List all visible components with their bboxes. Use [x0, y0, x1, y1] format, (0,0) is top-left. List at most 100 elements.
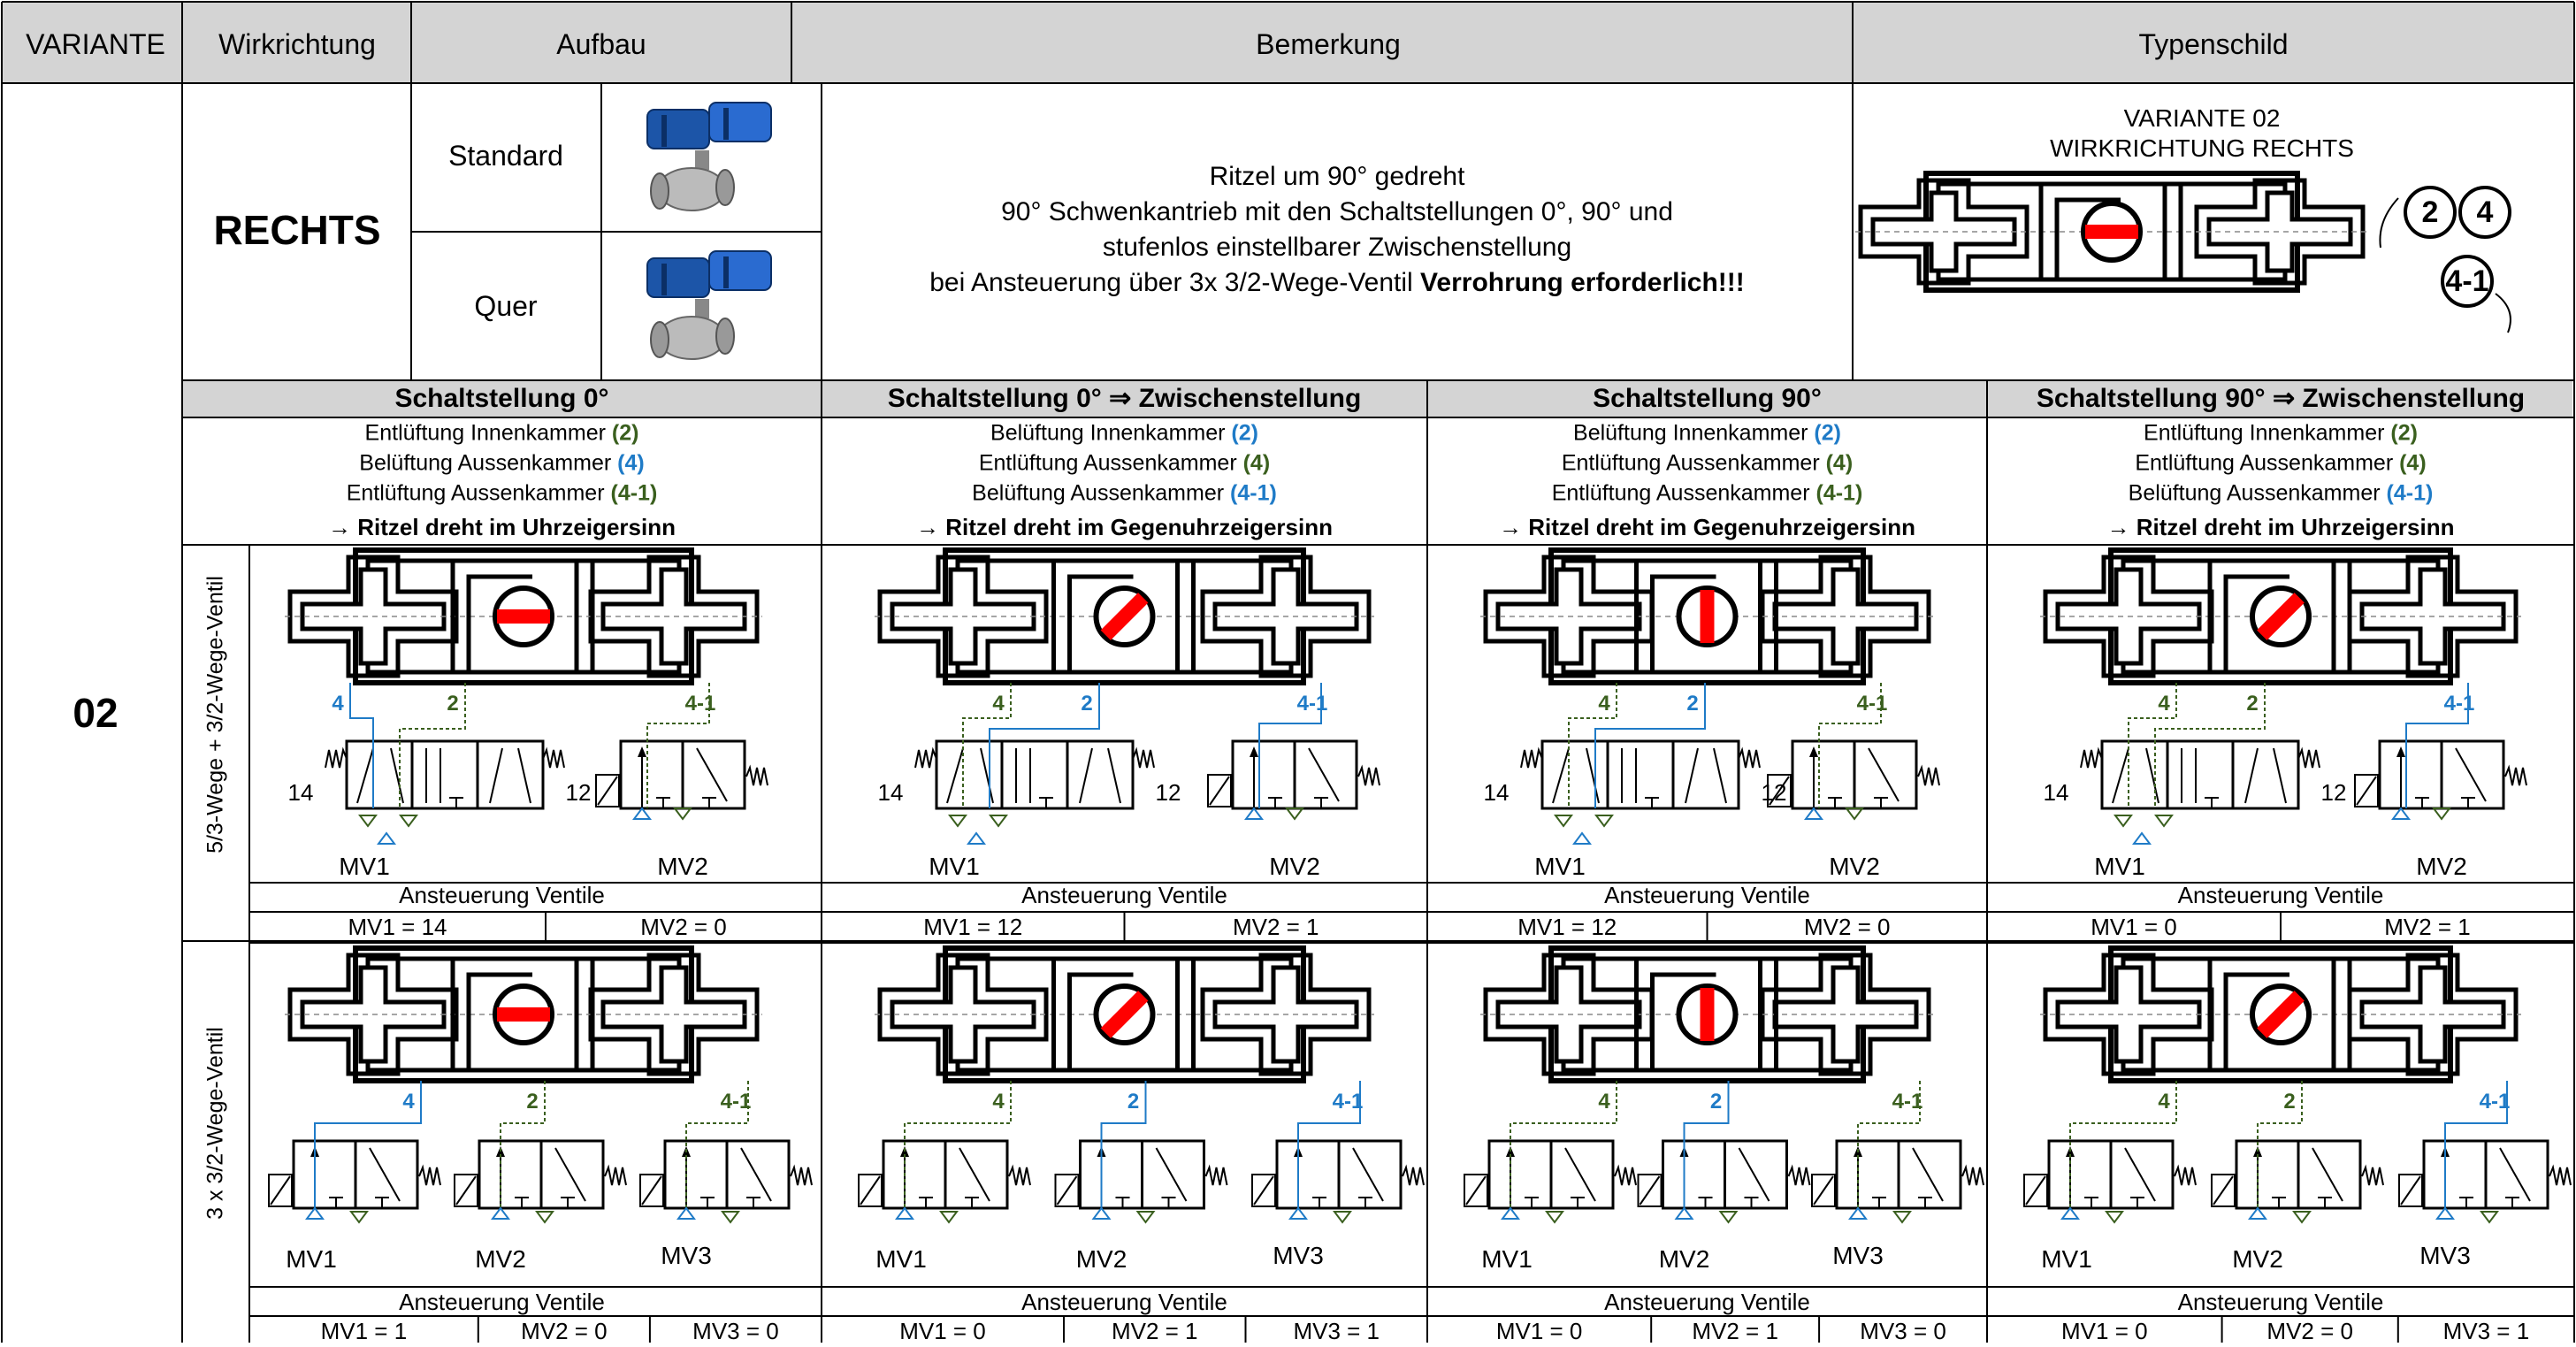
valve-3-2-b-2-1 [1637, 1139, 1811, 1210]
status-line-port-2-0: (2) [1814, 420, 1841, 446]
nameplate-port-0: 2 [2421, 195, 2439, 229]
rotation-text-2: → Ritzel dreht im Gegenuhrzeigersinn [1499, 514, 1915, 540]
pneumatic-lines-b-3 [2060, 1081, 2508, 1224]
status-line-port-0-2: (4-1) [610, 480, 658, 506]
status-line-text-2-1: Entlüftung Aussenkammer [1561, 450, 1820, 476]
control-b-mv2-1: MV2 = 1 [1111, 1318, 1198, 1344]
remark-line-4-text: bei Ansteuerung über 3x 3/2-Wege-Ventil [929, 268, 1413, 297]
valve-5-3-a-0 [325, 739, 565, 810]
control-a-mv2-3: MV2 = 1 [2384, 914, 2471, 940]
remark-line-4: bei Ansteuerung über 3x 3/2-Wege-Ventil … [929, 270, 1745, 296]
pilot-14-2: 14 [1483, 779, 1510, 806]
remark-line-4-bold: Verrohrung erforderlich!!! [1420, 268, 1745, 297]
nameplate-arrow-right [2495, 293, 2511, 333]
pilot-12-2: 12 [1761, 779, 1787, 806]
aufbau-quer-label: Quer [474, 290, 538, 322]
valve-3-2-b-3-2 [2398, 1139, 2572, 1210]
valve-label-mv1-a-0: MV1 [339, 853, 390, 880]
port-41-a-2: 4-1 [1856, 692, 1888, 716]
rotation-text-3: → Ritzel dreht im Uhrzeigersinn [2106, 514, 2455, 540]
port-41-a-0: 4-1 [684, 692, 716, 716]
remark-line-2: 90° Schwenkantrieb mit den Schaltstellun… [1001, 197, 1673, 226]
valve-5-3-a-3 [2080, 739, 2320, 810]
header-bemerkung: Bemerkung [1256, 28, 1401, 60]
position-title-3: Schaltstellung 90° ⇒ Zwischenstellung [2036, 384, 2526, 413]
status-line-3-0: Entlüftung Innenkammer (2) [2144, 420, 2418, 446]
status-line-port-1-0: (2) [1231, 420, 1258, 446]
ansteuerung-label-b-3: Ansteuerung Ventile [2177, 1289, 2384, 1315]
valve-label-mv1-b-3: MV1 [2041, 1245, 2092, 1273]
port-p41-b-3: 4-1 [2479, 1090, 2511, 1114]
valve-3-2-a-0 [595, 739, 768, 810]
header-wirkrichtung: Wirkrichtung [218, 28, 376, 60]
actuator-schematic-a-2 [1480, 547, 1934, 685]
valve-label-mv2-b-0: MV2 [475, 1245, 526, 1273]
pilot-14-0: 14 [287, 779, 314, 806]
control-b-mv1-0: MV1 = 1 [320, 1318, 408, 1344]
port-2-a-1: 2 [1081, 692, 1093, 716]
control-b-mv2-0: MV2 = 0 [521, 1318, 608, 1344]
status-line-text-0-2: Entlüftung Aussenkammer [346, 480, 605, 506]
port-p2-b-3: 2 [2283, 1090, 2296, 1114]
rotation-text-1: → Ritzel dreht im Gegenuhrzeigersinn [916, 514, 1333, 540]
valve-label-mv1-b-2: MV1 [1481, 1245, 1533, 1273]
status-line-text-1-1: Entlüftung Aussenkammer [978, 450, 1237, 476]
ansteuerung-label-a-0: Ansteuerung Ventile [399, 882, 605, 908]
port-41-a-1: 4-1 [1296, 692, 1328, 716]
nameplate-port-2: 4-1 [2445, 264, 2489, 298]
control-a-mv2-1: MV2 = 1 [1232, 914, 1319, 940]
header-typenschild: Typenschild [2138, 28, 2289, 60]
status-line-3-2: Belüftung Aussenkammer (4-1) [2128, 480, 2434, 506]
control-a-mv1-1: MV1 = 12 [923, 914, 1023, 940]
pneumatic-lines-b-2 [1501, 1081, 1921, 1224]
row-label-valve-set-2: 3 x 3/2-Wege-Ventil [203, 1027, 228, 1220]
status-line-text-3-2: Belüftung Aussenkammer [2128, 480, 2381, 506]
port-4-a-3: 4 [2158, 692, 2170, 716]
pilot-14-3: 14 [2043, 779, 2069, 806]
port-2-a-0: 2 [447, 692, 459, 716]
nameplate-port-circle-2 [2441, 255, 2494, 308]
port-2-a-3: 2 [2246, 692, 2259, 716]
port-p4-b-0: 4 [402, 1090, 415, 1114]
port-p4-b-3: 4 [2158, 1090, 2170, 1114]
remark-line-3: stufenlos einstellbarer Zwischenstellung [1102, 233, 1572, 262]
port-4-a-1: 4 [992, 692, 1005, 716]
actuator-schematic-b-2 [1480, 945, 1934, 1083]
port-p2-b-0: 2 [526, 1090, 539, 1114]
status-line-port-3-0: (2) [2390, 420, 2418, 446]
valve-label-mv2-a-2: MV2 [1829, 853, 1880, 880]
status-line-port-0-1: (4) [617, 450, 645, 476]
status-line-1-0: Belüftung Innenkammer (2) [990, 420, 1258, 446]
aufbau-standard-label: Standard [448, 140, 563, 172]
pilot-12-3: 12 [2320, 779, 2347, 806]
valve-label-mv3-b-0: MV3 [661, 1242, 712, 1269]
status-line-port-1-2: (4-1) [1230, 480, 1277, 506]
direction-label: RECHTS [213, 207, 381, 253]
status-line-port-1-1: (4) [1242, 450, 1271, 476]
status-line-1-1: Entlüftung Aussenkammer (4) [978, 450, 1271, 476]
ansteuerung-label-b-2: Ansteuerung Ventile [1604, 1289, 1810, 1315]
pilot-12-1: 12 [1155, 779, 1181, 806]
status-line-0-1: Belüftung Aussenkammer (4) [359, 450, 645, 476]
header-variante: VARIANTE [26, 28, 165, 60]
actuator-photo-quer [646, 250, 772, 360]
valve-3-2-a-2 [1767, 739, 1940, 810]
status-line-text-0-1: Belüftung Aussenkammer [359, 450, 612, 476]
pilot-14-1: 14 [877, 779, 904, 806]
control-b-mv1-3: MV1 = 0 [2061, 1318, 2148, 1344]
nameplate-port-circle-0 [2404, 186, 2457, 239]
control-b-mv3-1: MV3 = 1 [1293, 1318, 1380, 1344]
ansteuerung-label-a-1: Ansteuerung Ventile [1021, 882, 1227, 908]
pneumatic-lines-a-0 [349, 683, 710, 845]
port-p41-b-2: 4-1 [1892, 1090, 1923, 1114]
control-a-mv2-0: MV2 = 0 [640, 914, 727, 940]
control-b-mv1-2: MV1 = 0 [1495, 1318, 1583, 1344]
control-b-mv2-3: MV2 = 0 [2266, 1318, 2353, 1344]
pneumatic-lines-a-2 [1554, 683, 1882, 845]
valve-3-2-b-1-0 [858, 1139, 1031, 1210]
actuator-schematic-a-1 [875, 547, 1374, 685]
port-p41-b-1: 4-1 [1332, 1090, 1364, 1114]
header-aufbau: Aufbau [556, 28, 646, 60]
control-a-mv2-2: MV2 = 0 [1803, 914, 1891, 940]
